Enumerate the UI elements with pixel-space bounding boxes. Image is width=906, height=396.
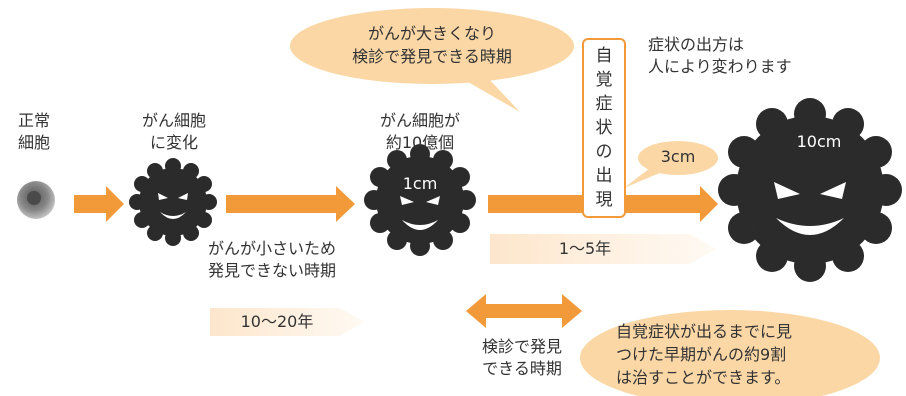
size-label-1cm: 1cm xyxy=(402,174,438,193)
screening-double-arrow xyxy=(466,294,582,328)
normal-cell-icon xyxy=(17,181,55,219)
detectable-bubble xyxy=(290,8,574,112)
symptom-char-3: 症 xyxy=(595,94,613,114)
note-undetectable: がんが小さいため 発見できない時期 xyxy=(208,239,337,280)
cancer-cell-small-icon xyxy=(129,158,217,246)
symptom-char-7: 現 xyxy=(595,190,613,210)
cancer-cell-medium-icon xyxy=(364,144,476,256)
size-label-3cm: 3cm xyxy=(660,147,696,166)
note-symptoms-vary: 症状の出方は 人により変わります xyxy=(648,35,792,76)
band-short-period xyxy=(490,234,716,264)
label-cancer-cell-change: がん細胞 に変化 xyxy=(141,111,206,152)
early-cure-bubble xyxy=(580,310,880,396)
bubble-text-detectable: がんが大きくなり 検診で発見できる時期 xyxy=(352,24,512,66)
label-normal-cell: 正常 細胞 xyxy=(17,111,50,152)
note-screening-period: 検診で発見 できる時期 xyxy=(481,337,562,378)
symptom-char-1: 自 xyxy=(595,46,613,66)
symptom-char-6: 出 xyxy=(595,166,613,186)
period-long-label: 10〜20年 xyxy=(240,312,314,331)
symptom-char-4: 状 xyxy=(595,118,613,138)
band-long-period xyxy=(210,308,365,336)
symptom-char-2: 覚 xyxy=(595,70,613,90)
symptom-char-5: の xyxy=(595,142,613,162)
arrow-1 xyxy=(74,186,124,222)
period-short-label: 1〜5年 xyxy=(558,239,612,258)
arrow-2 xyxy=(226,186,355,222)
three-cm-bubble xyxy=(624,141,718,188)
symptom-onset-box: 自 覚 症 状 の 出 現 xyxy=(582,38,626,218)
bubble-text-early-cure: 自覚症状が出るまでに見 つけた早期がんの約9割 は治すことができます。 xyxy=(616,322,793,387)
size-label-10cm: 10cm xyxy=(796,132,842,151)
label-billion-cells: がん細胞が 約10億個 xyxy=(379,111,460,152)
cancer-cell-large-icon xyxy=(718,98,902,282)
